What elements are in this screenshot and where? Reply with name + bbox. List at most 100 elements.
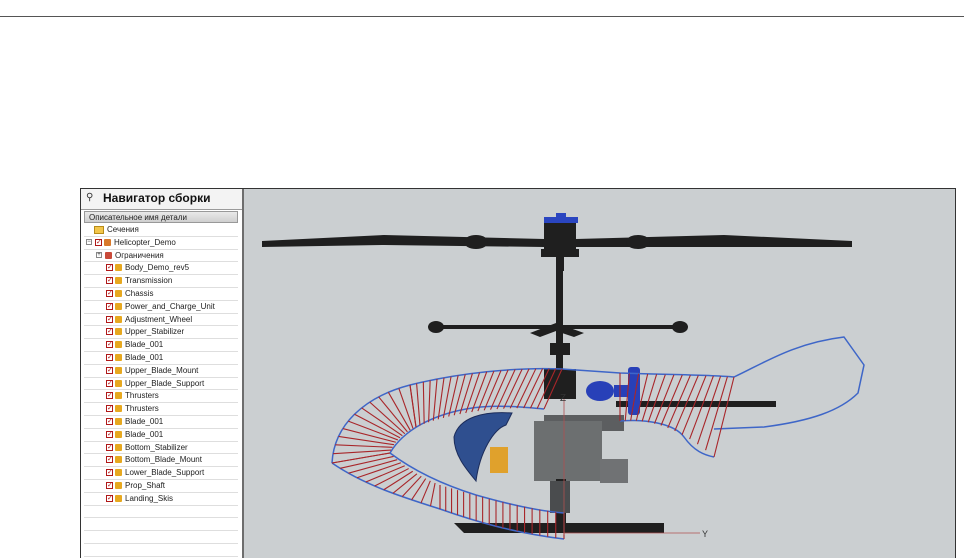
checkbox-icon[interactable]: ✓ [106,494,113,502]
constraints-icon [105,251,112,259]
tree-item-part[interactable]: ✓Upper_Blade_Mount [84,365,238,378]
checkbox-icon[interactable]: ✓ [106,392,113,400]
hull-rib [374,468,409,487]
tree-item-part[interactable]: ✓Power_and_Charge_Unit [84,301,238,314]
hull-rib [471,371,488,413]
expand-icon[interactable]: + [96,251,102,258]
folder-icon [94,226,104,234]
checkbox-icon[interactable]: ✓ [106,405,113,413]
3d-viewport[interactable]: Z Y [244,189,955,558]
navigator-title-bar: ⚲ Навигатор сборки [81,189,242,210]
hull-rib [338,435,395,446]
part-icon [115,443,122,451]
checkbox-icon[interactable]: ✓ [106,430,113,438]
hull-rib [516,368,537,409]
hull-rib [635,373,649,421]
hull-rib [529,368,550,409]
part-label: Upper_Blade_Support [125,378,205,388]
tree-item-part[interactable]: ✓ Lower_Blade_Support [84,467,238,480]
assembly-icon [104,238,111,246]
tree-item-part[interactable]: ✓Adjustment_Wheel [84,314,238,327]
hull-rib [365,465,405,483]
checkbox-icon[interactable]: ✓ [106,264,113,272]
checkbox-icon[interactable]: ✓ [106,417,113,425]
tree-item-part[interactable]: ✓ Blade_001 [84,339,238,352]
power-unit [600,459,628,483]
part-icon [115,289,122,297]
tree-empty-row [84,506,238,519]
tree-item-part[interactable]: ✓ Thrusters [84,403,238,416]
tree-item-part[interactable]: ✓Upper_Stabilizer [84,326,238,340]
hull-rib [453,374,466,416]
tree-item-part[interactable]: ✓Body_Demo_rev5 [84,262,238,276]
thruster-motor [586,381,614,401]
hull-rib [483,370,502,411]
part-icon [115,469,122,477]
checkbox-icon[interactable]: ✓ [106,443,113,451]
hull-rib [354,413,401,439]
hull-rib [398,388,414,429]
tree-item-part[interactable]: ✓Chassis [84,288,238,301]
hull-rib [401,475,422,498]
pin-icon[interactable]: ⚲ [86,192,94,203]
checkbox-icon[interactable]: ✓ [106,302,113,310]
tree-item-part[interactable]: ✓Thrusters [84,390,238,404]
part-icon [115,405,122,413]
upper-rotor-weight-right [626,235,650,249]
hull-rib [667,374,691,429]
hull-inner-bottom [389,452,565,514]
tree-item-part[interactable]: ✓Blade_001 [84,352,238,365]
tree-item-part[interactable]: ✓ Blade_001 [84,416,238,429]
assembly-tree: Сечения − ✓ Helicopter_Demo + Ограничени… [84,224,238,557]
checkbox-icon[interactable]: ✓ [106,379,113,387]
checkbox-icon[interactable]: ✓ [95,238,102,246]
tree-empty-row [84,518,238,532]
tree-item-part[interactable]: ✓Transmission [84,275,238,288]
tree-item-part[interactable]: ✓Bottom_Stabilizer [84,442,238,455]
part-label: Blade_001 [125,429,164,439]
hull-rib [392,473,418,494]
checkbox-icon[interactable]: ✓ [106,277,113,285]
hull-rib [442,376,452,418]
tree-item-part[interactable]: ✓Landing_Skis [84,493,238,506]
checkbox-icon[interactable]: ✓ [106,366,113,374]
part-label: Blade_001 [125,340,164,350]
thruster-disk [628,367,640,415]
mast-collar [550,343,570,355]
checkbox-icon[interactable]: ✓ [106,353,113,361]
tree-item-part[interactable]: ✓ Upper_Blade_Support [84,378,238,391]
hull-rib [509,368,530,409]
tree-item-root-assembly[interactable]: − ✓ Helicopter_Demo [84,237,238,250]
part-label: Blade_001 [125,416,164,426]
hull-rib [428,380,431,423]
hull-rib [448,375,459,417]
hull-rib [348,459,398,474]
hull-rib [429,482,436,507]
checkbox-icon[interactable]: ✓ [106,341,113,349]
hull-rib [422,381,425,424]
page-top-rule [0,16,964,17]
hull-rib [660,374,683,426]
part-icon [115,277,122,285]
checkbox-icon[interactable]: ✓ [106,328,113,336]
checkbox-icon[interactable]: ✓ [106,456,113,464]
collapse-icon[interactable]: − [86,238,92,245]
hull-rib [356,462,402,479]
tree-item-part[interactable]: ✓Bottom_Blade_Mount [84,454,238,468]
tree-item-sections[interactable]: Сечения [84,224,238,237]
checkbox-icon[interactable]: ✓ [106,481,113,489]
tree-item-part[interactable]: ✓Prop_Shaft [84,480,238,493]
part-label: Thrusters [125,404,159,414]
tail-fin-outline [713,336,865,430]
checkbox-icon[interactable]: ✓ [106,315,113,323]
thruster-nozzle [490,447,508,473]
column-header-part-name[interactable]: Описательное имя детали [84,211,238,223]
tree-empty-row [84,544,238,557]
checkbox-icon[interactable]: ✓ [106,469,113,477]
checkbox-icon[interactable]: ✓ [106,289,113,297]
tree-item-part[interactable]: ✓ Blade_001 [84,429,238,442]
hull-rib [624,373,630,421]
tree-item-constraints[interactable]: + Ограничения [84,250,238,263]
part-label: Lower_Blade_Support [125,468,205,478]
hull-outline-bottom [331,462,565,540]
